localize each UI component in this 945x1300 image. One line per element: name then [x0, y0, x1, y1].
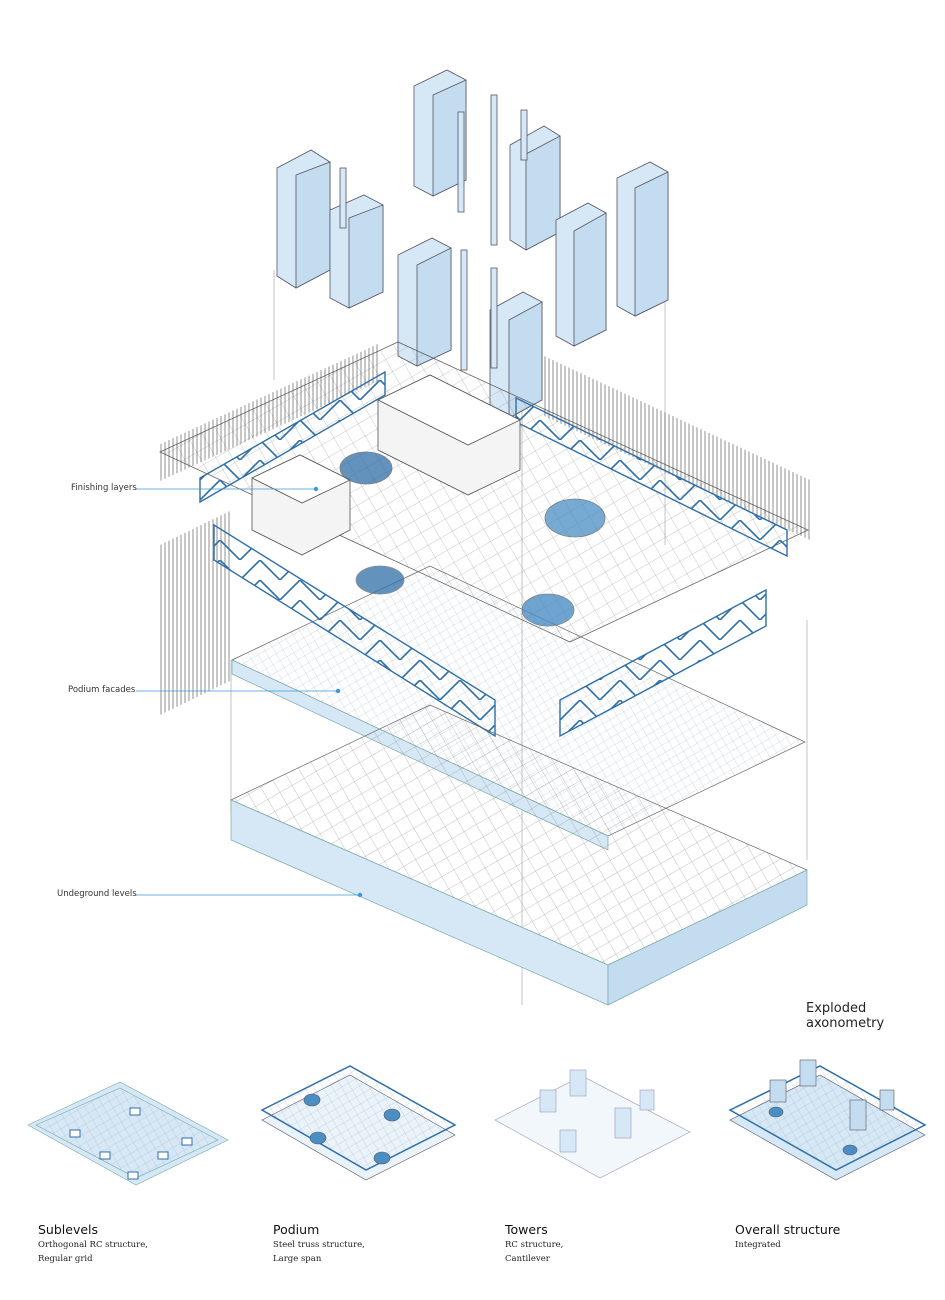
thumbnail-overall — [728, 1059, 927, 1181]
caption-heading: Podium — [273, 1222, 320, 1237]
underground-level — [230, 704, 808, 1006]
caption-line: Orthogonal RC structure, — [38, 1240, 148, 1250]
caption-podium: Podium Steel truss structure, Large span — [273, 1222, 473, 1265]
caption-line: RC structure, — [505, 1240, 564, 1250]
diagram-title: Exploded axonometry — [806, 1001, 885, 1031]
caption-heading: Overall structure — [735, 1222, 841, 1237]
caption-line: Regular grid — [38, 1254, 93, 1264]
caption-line: Steel truss structure, — [273, 1240, 365, 1250]
tower-blocks — [276, 69, 669, 419]
caption-sublevels: Sublevels Orthogonal RC structure, Regul… — [38, 1222, 238, 1265]
callout-underground-levels: Undeground levels — [57, 889, 137, 899]
thumbnail-towers — [494, 1069, 691, 1179]
caption-heading: Sublevels — [38, 1222, 99, 1237]
caption-line: Integrated — [735, 1240, 781, 1250]
caption-towers: Towers RC structure, Cantilever — [505, 1222, 705, 1265]
caption-heading: Towers — [505, 1222, 548, 1237]
caption-overall-structure: Overall structure Integrated — [735, 1222, 935, 1251]
callout-podium-facades: Podium facades — [68, 685, 136, 695]
thumbnail-sublevels — [27, 1081, 229, 1186]
thumbnail-podium — [260, 1065, 457, 1181]
caption-line: Large span — [273, 1254, 322, 1264]
podium-level — [158, 341, 810, 643]
callout-finishing-layers: Finishing layers — [71, 483, 137, 493]
caption-line: Cantilever — [505, 1254, 550, 1264]
callout-leaders — [136, 486, 363, 898]
